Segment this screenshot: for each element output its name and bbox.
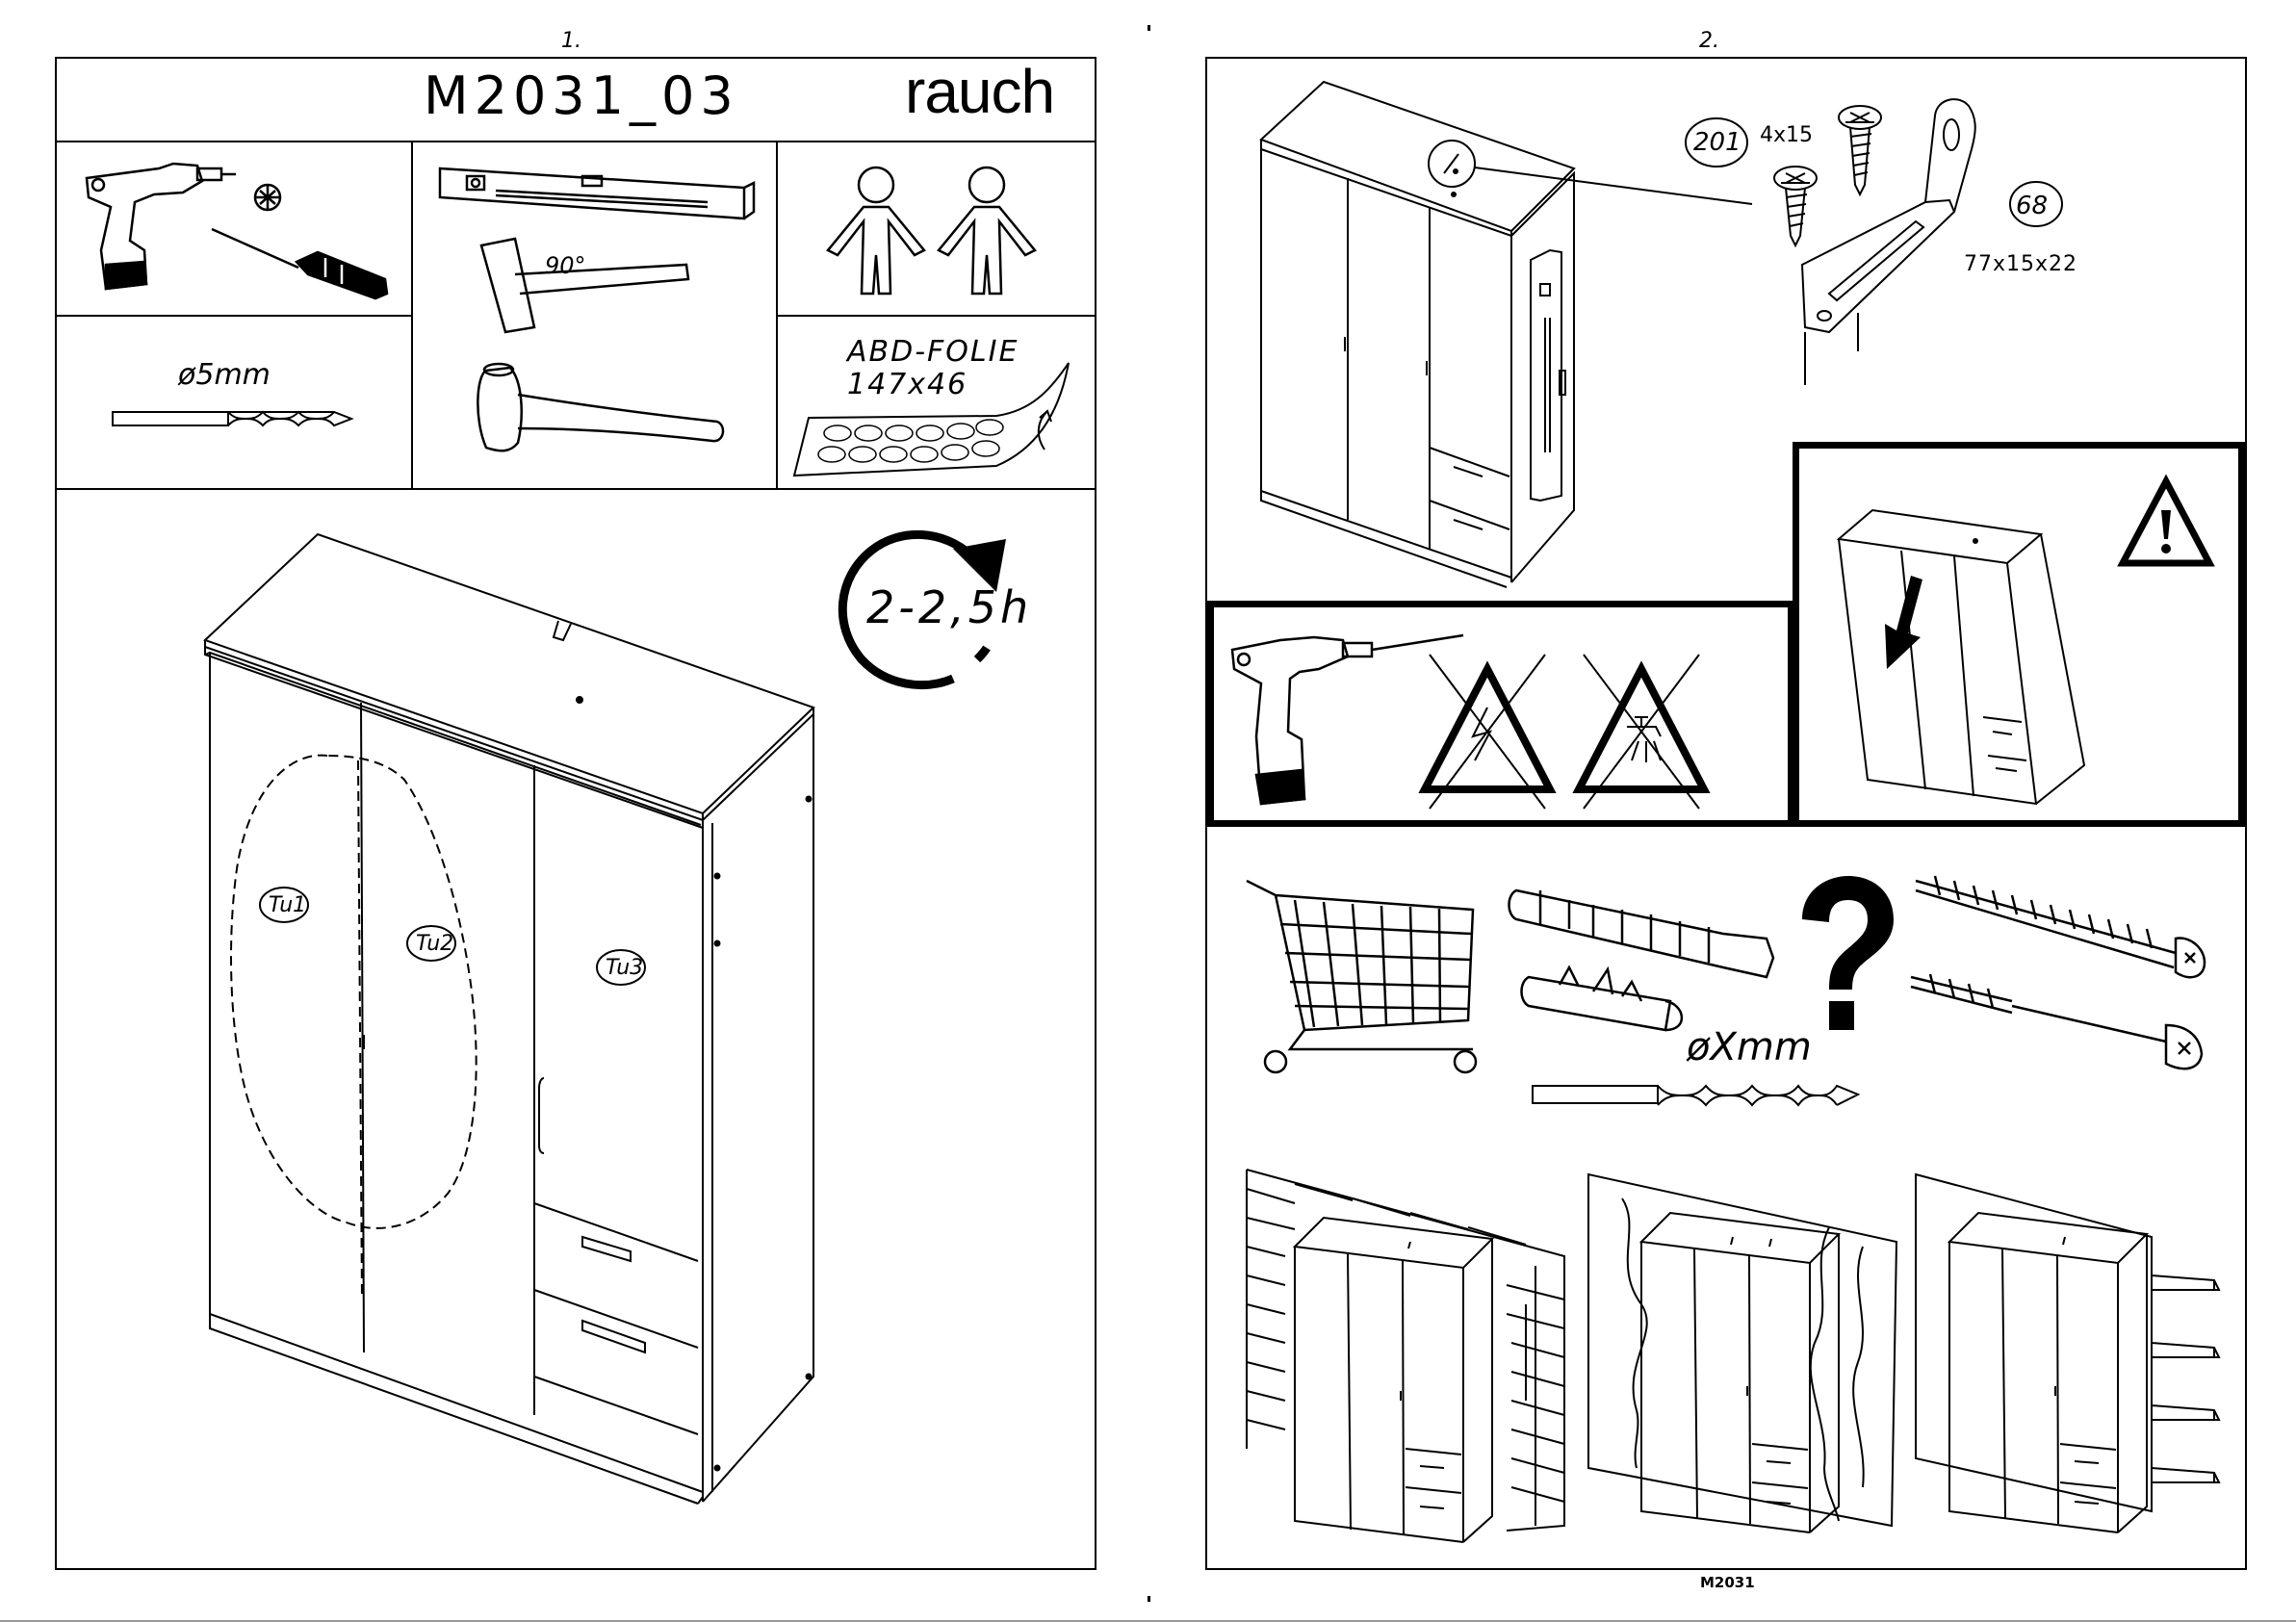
- drill-screwdriver-icon: [77, 154, 404, 308]
- tools-grid-h1: [55, 315, 413, 317]
- wall-drill-bit-icon: [1531, 1078, 1868, 1113]
- try-square-icon: [477, 231, 698, 337]
- drill-bit-size: ø5mm: [178, 358, 271, 392]
- screws-bracket-icon: [1752, 96, 2002, 395]
- door-label-tu1: Tu1: [269, 893, 306, 917]
- angle-label: 90°: [545, 252, 586, 279]
- footer-code: M2031: [1700, 1574, 1755, 1591]
- assembly-time: 2-2,5h: [866, 581, 1032, 633]
- screws-icon: [1906, 866, 2229, 1107]
- tools-grid-bottom: [55, 488, 1096, 490]
- header-divider: [55, 141, 1096, 142]
- center-mark-bottom: [1148, 1596, 1150, 1602]
- wall-drill-size: øXmm: [1687, 1025, 1812, 1069]
- page-number-2: 2.: [1699, 29, 1719, 53]
- question-mark-icon: [1793, 876, 1898, 1040]
- part-201-circle: [1683, 116, 1750, 169]
- tools-grid-h2: [776, 315, 1096, 317]
- right-page-divider: [1205, 825, 2247, 827]
- page-number-1: 1.: [561, 29, 581, 53]
- wardrobe-level-illustration: [1251, 77, 1579, 597]
- brand-logo: rauch: [905, 56, 1054, 127]
- center-mark-top: [1148, 25, 1150, 31]
- door-label-tu2: Tu2: [416, 932, 453, 956]
- drill-hazard-illustration: [1223, 616, 1781, 818]
- part-68-circle: [2007, 179, 2065, 229]
- tipping-wardrobe-illustration: [1829, 462, 2233, 809]
- slat-wall-wardrobe-illustration: [1911, 1170, 2243, 1535]
- two-persons-icon: [823, 164, 1054, 298]
- shopping-cart-icon: [1242, 871, 1483, 1083]
- foil-sheet-icon: [789, 358, 1078, 483]
- door-label-tu3: Tu3: [606, 956, 643, 980]
- drill-bit-icon: [111, 404, 361, 433]
- spirit-level-icon: [438, 159, 756, 226]
- wood-wall-wardrobe-illustration: [1584, 1170, 1901, 1535]
- brick-wall-wardrobe-illustration: [1237, 1160, 1569, 1545]
- wardrobe-illustration: [193, 529, 818, 1511]
- hammer-icon: [472, 356, 732, 462]
- model-code: M2031_03: [424, 65, 739, 126]
